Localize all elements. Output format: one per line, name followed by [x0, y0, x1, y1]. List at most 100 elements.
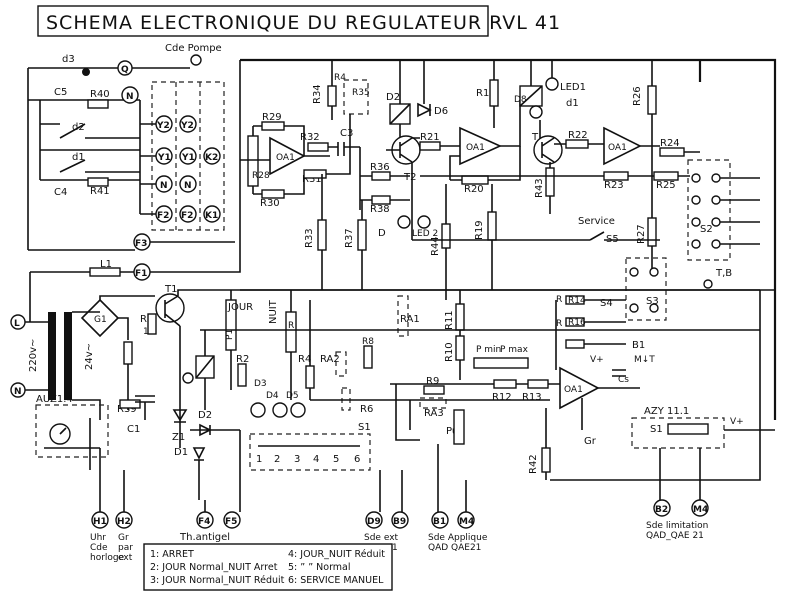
svg-text:C5: C5	[54, 87, 67, 98]
svg-text:2: 2	[274, 454, 280, 465]
power-supply: 220v~ 24v~ G1 R39 C1 T1 R 1 Z1	[28, 284, 760, 448]
svg-text:R11: R11	[444, 310, 455, 330]
svg-text:C1: C1	[127, 424, 140, 435]
pump-label: Cde Pompe	[165, 43, 222, 54]
title-block: SCHEMA ELECTRONIQUE DU REGULATEUR RVL 41	[37, 5, 560, 37]
output-stage-1: D2 D6 T2 R21 OA1 R20 R19 R18 D LED 2 R44	[378, 60, 521, 300]
svg-text:D5: D5	[286, 391, 299, 401]
svg-text:M↓T: M↓T	[634, 355, 655, 365]
svg-text:C3: C3	[340, 128, 353, 139]
selector-s1-positions[interactable]: 1 2 3 4 5 6	[256, 454, 360, 465]
svg-text:R31: R31	[302, 174, 322, 185]
svg-text:R41: R41	[90, 186, 110, 197]
svg-text:R12: R12	[492, 392, 512, 403]
svg-text:AZY 11.1: AZY 11.1	[644, 406, 689, 417]
svg-text:d1: d1	[72, 152, 85, 163]
legend-item: 5: ” ” Normal	[288, 562, 351, 573]
svg-text:d1: d1	[566, 98, 579, 109]
fuse-terminals: F3 F1 L1 L N	[10, 60, 241, 398]
svg-text:F1: F1	[135, 269, 147, 279]
svg-text:N: N	[184, 181, 192, 191]
svg-text:T,B: T,B	[715, 268, 732, 279]
terminal-m4: M4	[459, 517, 474, 527]
svg-text:R: R	[556, 295, 562, 305]
svg-text:RA2: RA2	[320, 354, 340, 365]
svg-text:d3: d3	[62, 54, 75, 65]
svg-text:AUZ1.4: AUZ1.4	[36, 394, 73, 405]
svg-text:LED 2: LED 2	[412, 229, 438, 239]
relay-block: D2 D1	[174, 330, 240, 500]
terminal-strip: Y2 Y1 N F2 Y2 Y1 N F2 K2 K1	[139, 81, 225, 231]
svg-text:R38: R38	[370, 204, 390, 215]
svg-text:24v~: 24v~	[84, 343, 95, 370]
svg-text:Y2: Y2	[156, 121, 170, 131]
svg-text:L1: L1	[100, 259, 112, 270]
switch-s4[interactable]: S4	[600, 298, 613, 309]
svg-text:JOUR: JOUR	[227, 302, 253, 313]
svg-text:D2: D2	[198, 410, 212, 421]
contact-network: d3 Q Cde Pompe C5 R40 d2 d1 C4 R41 N	[27, 43, 222, 251]
svg-text:D2: D2	[386, 92, 400, 103]
svg-text:RA1: RA1	[400, 314, 420, 325]
svg-text:1: 1	[256, 454, 262, 465]
svg-text:4: 4	[313, 454, 319, 465]
feedback-stage: R28 R29 R30 OA1 R32 R31 C3 R34 R4 R35 R3…	[240, 58, 777, 420]
svg-text:R27: R27	[636, 224, 647, 244]
svg-text:D6: D6	[434, 106, 448, 117]
svg-text:V+: V+	[730, 417, 744, 427]
svg-text:Y1: Y1	[157, 153, 171, 163]
svg-text:G1: G1	[94, 315, 107, 325]
svg-text:V+: V+	[590, 355, 604, 365]
switch-s2[interactable]: S2	[700, 224, 713, 235]
svg-text:R: R	[140, 314, 147, 325]
svg-text:OA1: OA1	[608, 143, 627, 153]
svg-text:R25: R25	[656, 180, 676, 191]
svg-text:T2: T2	[403, 172, 416, 183]
svg-text:F2: F2	[157, 211, 169, 221]
svg-text:R26: R26	[632, 86, 643, 106]
legend-item: 2: JOUR Normal_NUIT Arret	[150, 562, 278, 573]
svg-text:D1: D1	[174, 447, 188, 458]
switch-s3-block: S3 S4 R R14 R R16 B1 M↓T	[555, 257, 667, 370]
auz-block: AUZ1.4	[35, 394, 109, 470]
terminal-h2: H2	[117, 517, 131, 527]
switch-s2-block: S2 Service S5 T,B	[560, 159, 760, 289]
svg-text:N: N	[14, 387, 22, 397]
svg-text:Z1: Z1	[172, 432, 185, 443]
terminal-f4: F4	[198, 517, 210, 527]
day-night-section: P1 JOUR R2 D3 D4 D5 NUIT R R4 RA2 R8 R6 …	[225, 290, 374, 500]
svg-text:Y2: Y2	[180, 121, 194, 131]
svg-text:L: L	[14, 319, 20, 329]
legend-item: 4: JOUR_NUIT Réduit	[288, 549, 385, 560]
terminal-b9: B9	[393, 517, 406, 527]
svg-text:LED1: LED1	[560, 82, 586, 93]
antifreeze-label: Th.antigel	[179, 532, 230, 543]
svg-text:R33: R33	[304, 228, 315, 248]
svg-text:1: 1	[143, 327, 149, 337]
svg-text:S1: S1	[650, 424, 663, 435]
svg-text:R8: R8	[362, 337, 374, 347]
setpoint-amplifier: RA1 R11 R10 P min P max R9 RA3 R12 R13 O…	[390, 290, 640, 480]
svg-text:R35: R35	[352, 88, 370, 98]
terminal-h1: H1	[93, 517, 107, 527]
svg-text:OA1: OA1	[276, 153, 295, 163]
svg-text:P min: P min	[476, 345, 501, 355]
terminal-b1: B1	[433, 517, 446, 527]
svg-text:P1: P1	[225, 329, 235, 340]
svg-text:R14: R14	[568, 296, 586, 306]
svg-text:R16: R16	[568, 318, 586, 328]
svg-text:R29: R29	[262, 112, 282, 123]
switch-s3[interactable]: S3	[646, 296, 659, 307]
legend-item: 1: ARRET	[150, 549, 194, 560]
svg-text:P max: P max	[500, 345, 529, 355]
svg-text:5: 5	[333, 454, 339, 465]
output-stage-2: D8 LED1 d1 T R43 R22 OA1 R26 R24 R23 R25…	[420, 60, 700, 270]
svg-text:R: R	[556, 319, 562, 329]
svg-text:R34: R34	[312, 84, 323, 104]
svg-text:K1: K1	[205, 211, 218, 221]
